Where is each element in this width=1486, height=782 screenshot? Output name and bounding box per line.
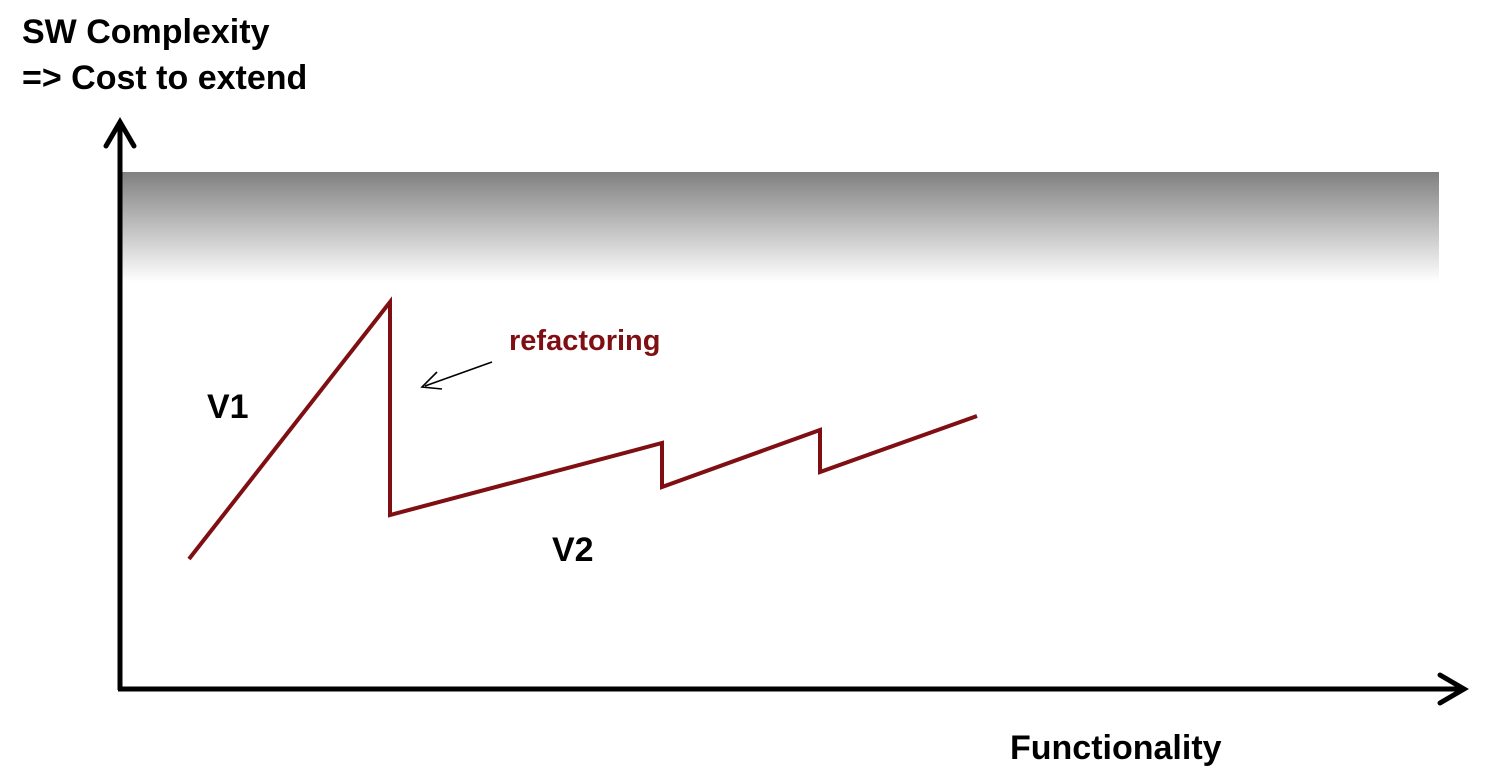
complexity-ceiling-band — [121, 172, 1439, 282]
phase-label-v1: V1 — [207, 388, 249, 426]
y-axis-label-line2: => Cost to extend — [22, 59, 308, 97]
refactoring-annotation: refactoring — [509, 325, 660, 357]
x-axis-arrowhead — [1437, 672, 1469, 706]
refactoring-arrow — [424, 361, 493, 387]
y-axis-label-line1: SW Complexity — [22, 13, 270, 51]
phase-label-v2: V2 — [552, 531, 594, 569]
refactoring-arrowhead — [420, 371, 443, 390]
y-axis-arrowhead — [103, 117, 137, 149]
x-axis-label: Functionality — [1010, 729, 1222, 767]
complexity-curve — [187, 296, 978, 561]
